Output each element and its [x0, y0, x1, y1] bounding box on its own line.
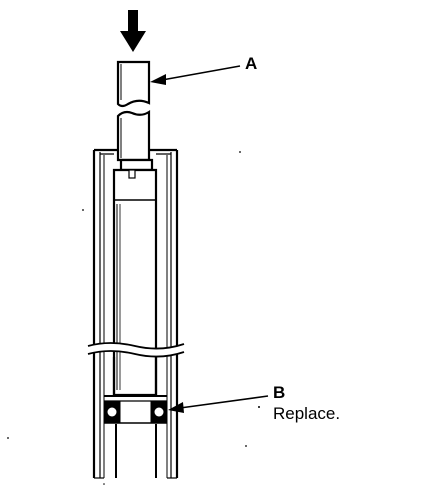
- lower-inner-tube: [115, 424, 157, 478]
- lower-shaft-section: [112, 357, 158, 395]
- driver-tool-a: [112, 60, 158, 397]
- leader-arrow-a: [150, 65, 241, 85]
- print-specks: [7, 151, 260, 485]
- label-a: A: [245, 54, 258, 73]
- outer-housing-tube: [92, 148, 179, 479]
- label-b-note: Replace.: [273, 404, 341, 423]
- seal-b: [103, 395, 168, 424]
- label-b: B: [273, 383, 286, 402]
- tube-break-line: [87, 342, 185, 358]
- leader-arrow-b: [168, 395, 269, 413]
- force-arrow-icon: [120, 10, 146, 52]
